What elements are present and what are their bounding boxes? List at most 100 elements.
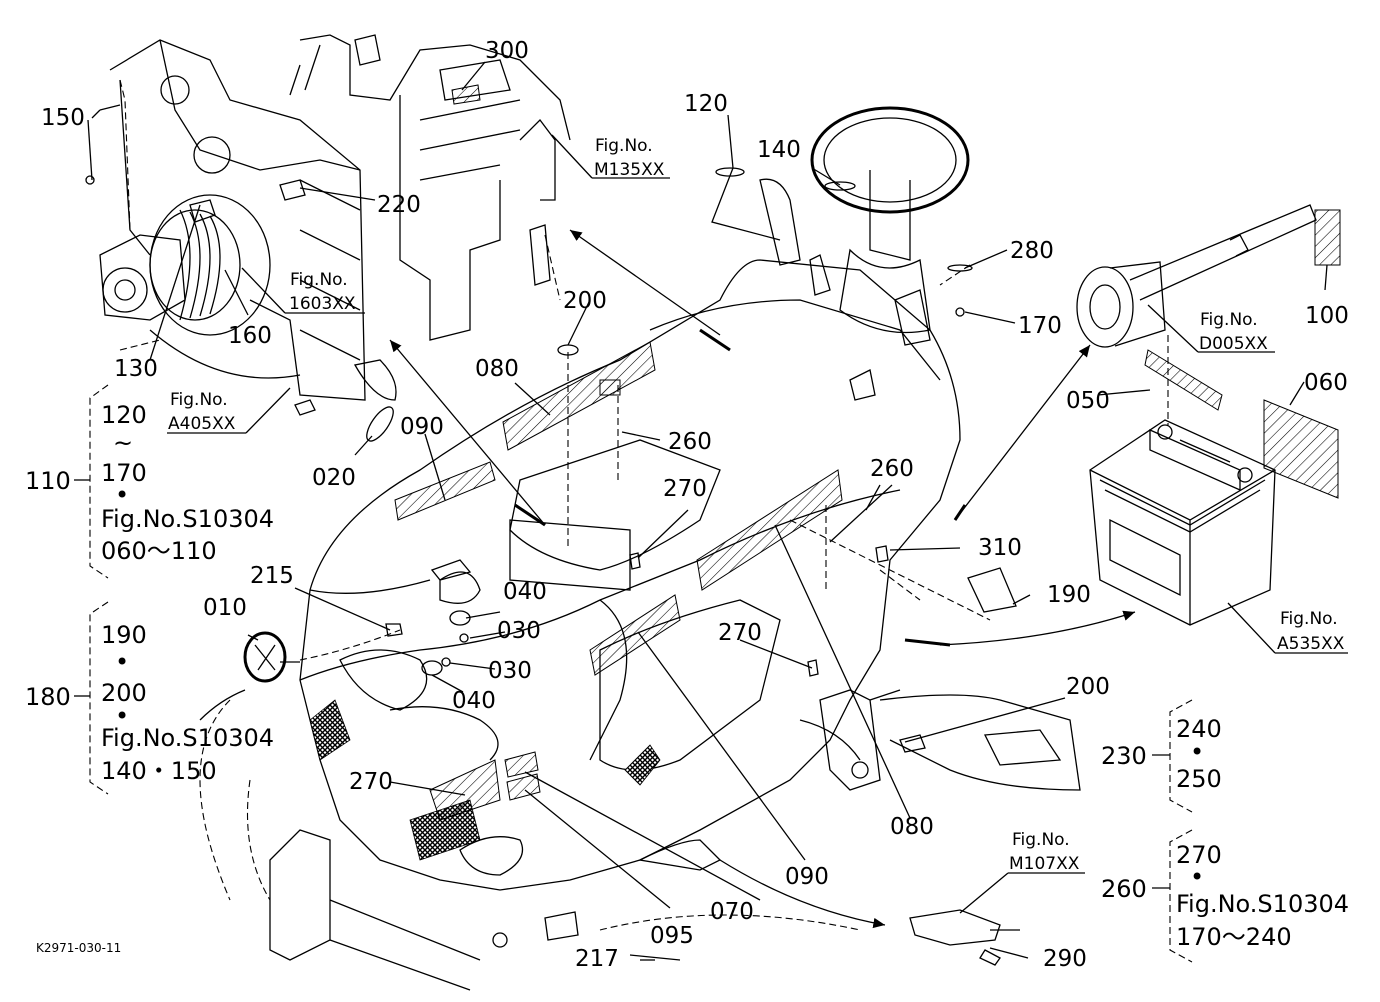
part-label-280: 280 (1010, 238, 1054, 264)
part-label-300: 300 (485, 38, 529, 64)
part-label-095: 095 (650, 923, 694, 949)
lens-020 (366, 406, 394, 442)
svg-text:M107XX: M107XX (1009, 854, 1080, 874)
figure-ref-d005xx: Fig.No. D005XX (1199, 310, 1268, 354)
svg-text:M135XX: M135XX (594, 160, 665, 180)
svg-text:120: 120 (101, 401, 147, 429)
svg-text:•: • (115, 481, 129, 509)
svg-text:Fig.No.: Fig.No. (595, 136, 653, 156)
svg-text:170～240: 170～240 (1176, 923, 1292, 951)
group-230: 230 240 • 250 (1101, 715, 1222, 793)
part-label-200-lower: 200 (1066, 674, 1110, 700)
clip-215 (385, 623, 403, 637)
svg-text:1603XX: 1603XX (289, 294, 356, 314)
group-260: 260 270 • Fig.No.S10304 170～240 (1101, 841, 1349, 951)
svg-text:260: 260 (1101, 875, 1147, 903)
group-brackets (74, 384, 1193, 963)
assembly-arrows (199, 229, 1136, 929)
part-label-220: 220 (377, 192, 421, 218)
part-label-120: 120 (684, 91, 728, 117)
battery (1089, 419, 1276, 626)
emblem-010 (243, 631, 287, 683)
svg-text:Fig.No.: Fig.No. (290, 270, 348, 290)
group-180: 180 190 • 200 • Fig.No.S10304 140・150 (25, 621, 274, 785)
figure-ref-m107xx: Fig.No. M107XX (1009, 830, 1080, 874)
svg-text:110: 110 (25, 467, 71, 495)
svg-text:•: • (1190, 863, 1204, 891)
svg-text:•: • (115, 702, 129, 730)
part-label-030-upper: 030 (497, 618, 541, 644)
svg-text:170: 170 (101, 459, 147, 487)
part-label-215: 215 (250, 563, 294, 589)
part-label-030-lower: 030 (488, 658, 532, 684)
part-label-260-center: 260 (668, 429, 712, 455)
svg-text:140・150: 140・150 (101, 757, 217, 785)
part-label-130: 130 (114, 356, 158, 382)
svg-text:270: 270 (1176, 841, 1222, 869)
part-label-310: 310 (978, 535, 1022, 561)
leader-lines (87, 61, 1328, 961)
svg-text:•: • (1190, 738, 1204, 766)
part-label-070: 070 (710, 899, 754, 925)
part-label-290: 290 (1043, 946, 1087, 972)
nut-030-upper (459, 633, 469, 643)
part-label-080-lower: 080 (890, 814, 934, 840)
part-label-080-upper: 080 (475, 356, 519, 382)
svg-text:Fig.No.: Fig.No. (1200, 310, 1258, 330)
part-label-170: 170 (1018, 313, 1062, 339)
part-label-150: 150 (41, 105, 85, 131)
air-cleaner-assembly (85, 39, 366, 416)
clip-310 (875, 545, 889, 563)
part-label-040-lower: 040 (452, 688, 496, 714)
svg-text:A535XX: A535XX (1277, 634, 1345, 654)
part-label-160: 160 (228, 323, 272, 349)
part-label-090-upper: 090 (400, 414, 444, 440)
part-label-010: 010 (203, 595, 247, 621)
drive-shaft (1076, 204, 1317, 348)
nut-030-lower (441, 657, 451, 667)
part-label-050: 050 (1066, 388, 1110, 414)
svg-text:Fig.No.: Fig.No. (1280, 609, 1338, 629)
figure-ref-a405xx: Fig.No. A405XX (168, 390, 236, 434)
dashed-guides (119, 234, 1169, 661)
svg-text:Fig.No.: Fig.No. (170, 390, 228, 410)
svg-text:240: 240 (1176, 715, 1222, 743)
part-label-217: 217 (575, 946, 619, 972)
part-label-270-middle: 270 (718, 620, 762, 646)
part-label-260-right: 260 (870, 456, 914, 482)
clip-270-upper (629, 552, 641, 570)
part-label-270-lower: 270 (349, 769, 393, 795)
clip-270-middle (807, 659, 819, 677)
figure-ref-m135xx: Fig.No. M135XX (594, 136, 665, 180)
part-label-270-upper: 270 (663, 476, 707, 502)
washer-040-upper (449, 610, 471, 626)
svg-text:060～110: 060～110 (101, 537, 217, 565)
diagram-code: K2971-030-11 (36, 941, 121, 955)
svg-text:A405XX: A405XX (168, 414, 236, 434)
group-110: 110 120 ~ 170 • Fig.No.S10304 060～110 (25, 401, 274, 565)
lower-frame (199, 689, 1081, 991)
svg-text:250: 250 (1176, 765, 1222, 793)
steering (715, 106, 973, 401)
frame-cowling (289, 34, 571, 341)
figure-ref-1603xx: Fig.No. 1603XX (289, 270, 356, 314)
part-label-190: 190 (1047, 582, 1091, 608)
decals (353, 209, 1341, 821)
drawing (74, 34, 1348, 991)
svg-text:230: 230 (1101, 742, 1147, 770)
svg-text:180: 180 (25, 683, 71, 711)
figure-references: Fig.No. M135XX Fig.No. 1603XX Fig.No. A4… (168, 136, 1345, 874)
part-label-100: 100 (1305, 303, 1349, 329)
svg-text:200: 200 (101, 679, 147, 707)
part-labels: 300 150 220 160 130 120 140 280 170 100 … (41, 38, 1349, 972)
part-label-060: 060 (1304, 370, 1348, 396)
part-label-020: 020 (312, 465, 356, 491)
svg-text:Fig.No.S10304: Fig.No.S10304 (1176, 890, 1349, 918)
svg-text:Fig.No.: Fig.No. (1012, 830, 1070, 850)
part-label-200-upper: 200 (563, 288, 607, 314)
svg-text:Fig.No.S10304: Fig.No.S10304 (101, 724, 274, 752)
figure-ref-a535xx: Fig.No. A535XX (1277, 609, 1345, 654)
svg-text:Fig.No.S10304: Fig.No.S10304 (101, 505, 274, 533)
figure-ref-lines (167, 134, 1348, 914)
